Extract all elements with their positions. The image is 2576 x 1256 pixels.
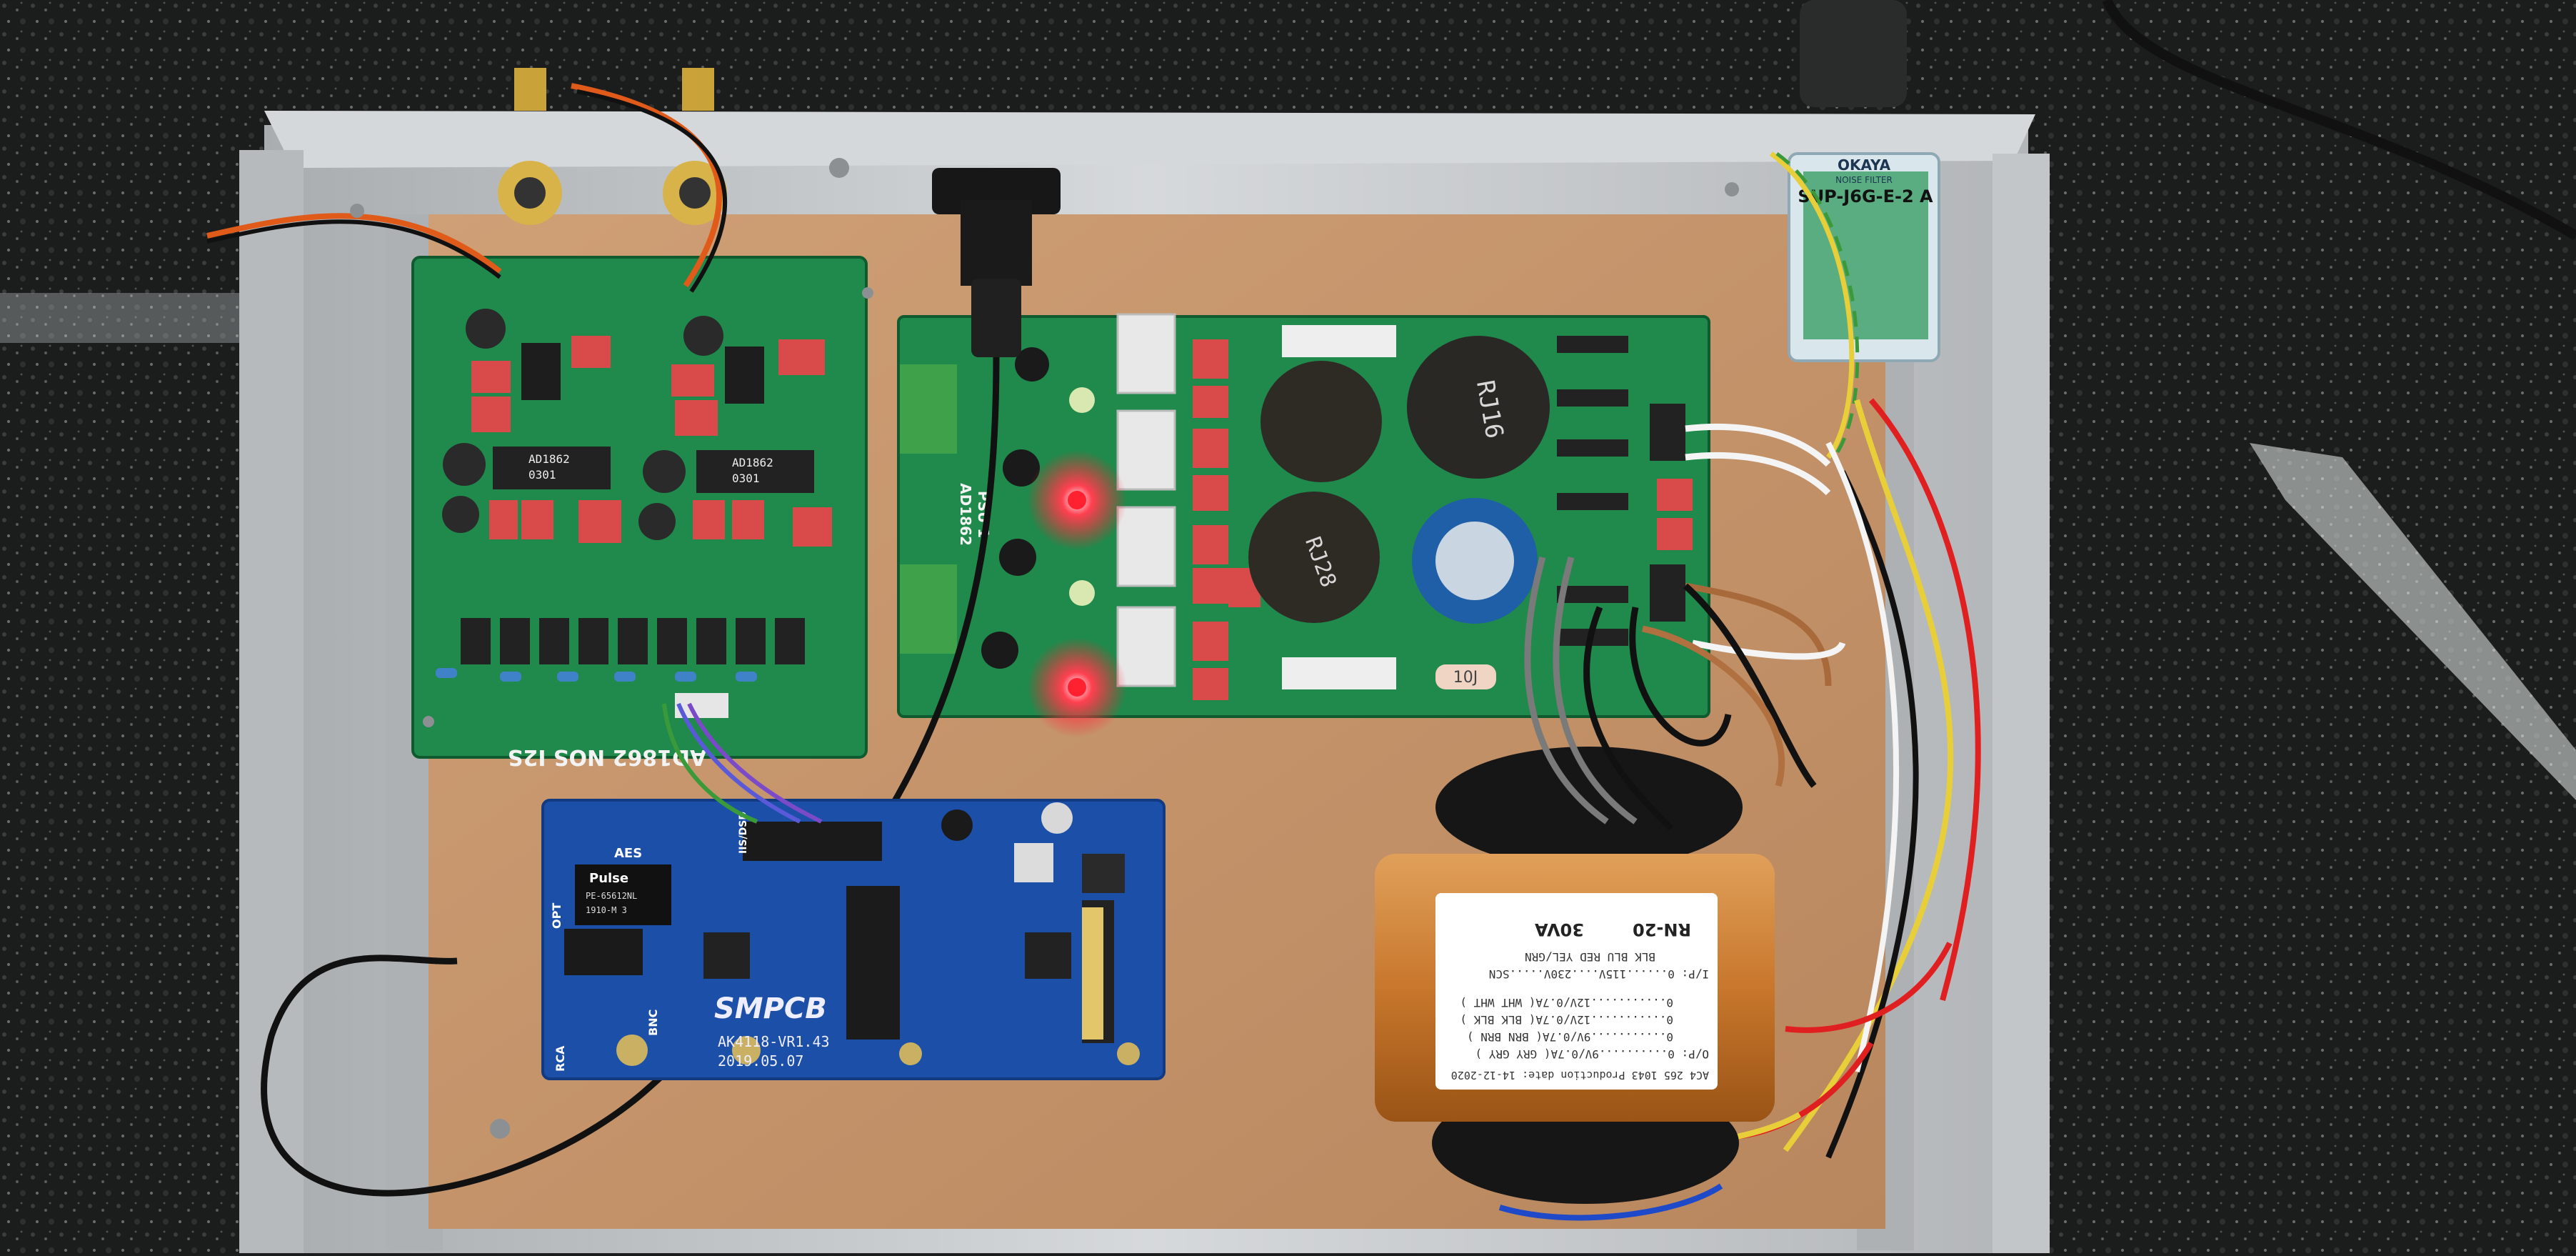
mains-cable [2102, 0, 2576, 241]
chassis-rear-wall [264, 111, 2035, 168]
dac-chip-code-2: 0301 [732, 472, 760, 485]
xfmr-line-1: O/P: 0..........9V/0.7A( GRY GRY ) [1475, 1047, 1709, 1061]
xfmr-line-6: BLK BLU RED YEL/GRN [1525, 950, 1655, 964]
receiver-board [541, 799, 1166, 1080]
label-rca: RCA [553, 1045, 567, 1072]
xfmr-line-2: 0...........9V/0.7A( BRN BRN ) [1467, 1030, 1673, 1044]
psu-silkscreen-2: AD1862 [957, 483, 974, 546]
pulse-brand: Pulse [589, 871, 628, 886]
left-reflection [0, 293, 271, 343]
window-reflection [2250, 443, 2576, 800]
noise-filter [1788, 152, 1940, 362]
xfmr-rating: 30VA [1535, 919, 1584, 939]
label-iis: IIS/DSD [738, 812, 749, 854]
rca-jacks [498, 68, 727, 225]
receiver-date: 2019.05.07 [718, 1052, 803, 1070]
xfmr-line-4: 0...........12V/0.7A( WHT WHT ) [1460, 996, 1673, 1010]
label-opt: OPT [550, 903, 563, 929]
label-bnc: BNC [646, 1010, 660, 1036]
toroidal-transformer [1375, 556, 1817, 1204]
noise-filter-subtitle: NOISE FILTER [1835, 175, 1893, 185]
dac-chip-label-2: AD1862 [732, 456, 773, 469]
iec-plug [1800, 0, 1907, 107]
xfmr-line-3: 0...........12V/0.7A( BLK BLK ) [1460, 1013, 1673, 1027]
signal-wire-left [206, 213, 502, 274]
receiver-logo: SMPCB [714, 992, 827, 1025]
transformer-label: AC4 265 1043 Production date: 14-12-2020… [1451, 919, 1709, 1082]
dac-board-silkscreen: AD1862 NOS I2S [508, 744, 706, 769]
noise-filter-brand: OKAYA [1838, 156, 1891, 174]
label-aes: AES [614, 846, 642, 861]
dac-board [411, 256, 868, 759]
dac-chip-label-1: AD1862 [528, 452, 570, 466]
dac-chip-code-1: 0301 [528, 468, 556, 482]
xfmr-line-5: I/P: 0......115V....230V.....SCN [1489, 967, 1709, 981]
xfmr-date-line: AC4 265 1043 Production date: 14-12-2020 [1451, 1069, 1709, 1082]
toslink-cable [261, 357, 1000, 1197]
chassis-right-wall [1993, 154, 2050, 1253]
xfmr-model: RN-20 [1633, 919, 1691, 939]
chassis-left-wall [239, 150, 304, 1253]
pulse-code: 1910-M 3 [586, 905, 627, 915]
receiver-model: AK4118-VR1.43 [718, 1033, 830, 1050]
psu-board [897, 313, 1710, 737]
psu-resistor-label: 10J [1453, 669, 1478, 687]
pulse-part: PE-65612NL [586, 891, 637, 901]
